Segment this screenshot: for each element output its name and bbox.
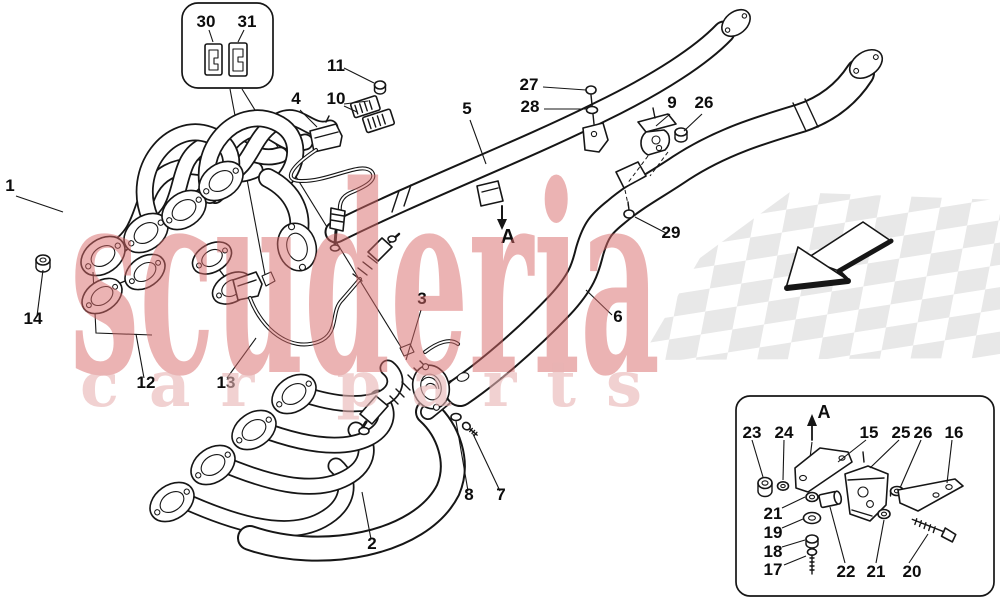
inset-labels: 23 24 15 25 26 16 21 19 18 17 22 21 20	[743, 423, 964, 581]
rear-exhaust-pipe	[445, 48, 884, 407]
section-a-label-inset: A	[818, 402, 831, 422]
callout-26b: 26	[914, 423, 933, 442]
oxygen-sensor-3-installed	[358, 339, 460, 436]
clip-31	[228, 42, 248, 77]
clip-30	[204, 43, 223, 76]
pipe-clamp-bracket	[476, 180, 504, 207]
callout-4: 4	[291, 89, 301, 108]
callout-9: 9	[667, 93, 676, 112]
callout-leader-lines	[15, 67, 703, 540]
washer-21-right	[877, 508, 891, 520]
section-a-label: A	[501, 226, 515, 248]
callout-17: 17	[764, 560, 783, 579]
connector-clip	[261, 271, 276, 287]
watermark: scuderia car parts	[70, 129, 672, 434]
oxygen-sensor-13	[232, 232, 401, 347]
flag-direction-arrow-icon	[784, 221, 894, 291]
exhaust-mount-bracket	[623, 107, 688, 219]
callout-15: 15	[860, 423, 879, 442]
clip-detail-box: 30 31	[181, 2, 274, 89]
callout-11: 11	[327, 56, 345, 75]
callout-3: 3	[417, 289, 426, 308]
pipe-inlet-flange	[411, 363, 478, 437]
callout-21: 21	[764, 504, 783, 523]
rear-exhaust-manifold	[149, 359, 466, 562]
nut-14	[35, 254, 51, 273]
section-a-arrow-down-icon	[497, 205, 507, 230]
washer-21-left	[805, 491, 819, 503]
bolt-27	[585, 85, 597, 95]
callout-25: 25	[892, 423, 911, 442]
washer-28	[585, 105, 599, 115]
callout-27: 27	[520, 75, 539, 94]
spacer-22	[818, 490, 843, 509]
callout-21b: 21	[867, 562, 886, 581]
bolt-29	[623, 201, 635, 219]
callout-16: 16	[945, 423, 964, 442]
callout-31: 31	[238, 12, 257, 31]
mount-bracket-15	[794, 447, 853, 493]
nut-26	[674, 127, 688, 143]
callout-5: 5	[462, 99, 471, 118]
callout-labels: 1 2 3 4 5 6 7 8 9 10 11 12 13 14 26 27 2…	[5, 56, 713, 553]
manifold-gaskets	[81, 241, 253, 336]
callout-20: 20	[903, 562, 922, 581]
callout-23: 23	[743, 423, 762, 442]
watermark-brand: scuderia	[70, 129, 660, 434]
front-exhaust-pipe	[324, 8, 751, 244]
callout-2: 2	[367, 534, 376, 553]
bolt-17	[806, 547, 818, 575]
heat-shields	[349, 95, 396, 134]
callout-10: 10	[327, 89, 346, 108]
bolt-20	[911, 518, 957, 543]
callout-1: 1	[5, 176, 14, 195]
nut-11	[373, 80, 387, 95]
callout-30: 30	[197, 12, 216, 31]
callout-13: 13	[217, 373, 236, 392]
oxygen-sensor-4	[288, 115, 376, 252]
inset-leader-lines	[751, 439, 953, 566]
callout-18: 18	[764, 542, 783, 561]
callout-12: 12	[137, 373, 156, 392]
bushing-23	[757, 476, 773, 498]
mount-nut-26	[889, 485, 905, 497]
callout-28: 28	[521, 97, 540, 116]
callout-19: 19	[764, 523, 783, 542]
callout-14: 14	[24, 309, 43, 328]
callout-29: 29	[662, 223, 681, 242]
mount-body-25	[844, 451, 889, 522]
bolt-7	[461, 421, 478, 437]
washer-24	[776, 480, 790, 491]
washer-19	[802, 511, 822, 525]
callout-22: 22	[837, 562, 856, 581]
callout-24: 24	[775, 423, 794, 442]
front-exhaust-manifold	[80, 109, 339, 277]
callout-6: 6	[613, 307, 622, 326]
hanger-bracket-front-pipe	[582, 85, 609, 153]
callout-7: 7	[496, 485, 505, 504]
callout-26: 26	[695, 93, 714, 112]
washer-8	[450, 412, 462, 422]
mount-detail-box: A	[735, 395, 995, 597]
cable-clip	[399, 343, 415, 357]
watermark-subtitle: car parts	[80, 347, 672, 422]
callout-8: 8	[464, 485, 473, 504]
